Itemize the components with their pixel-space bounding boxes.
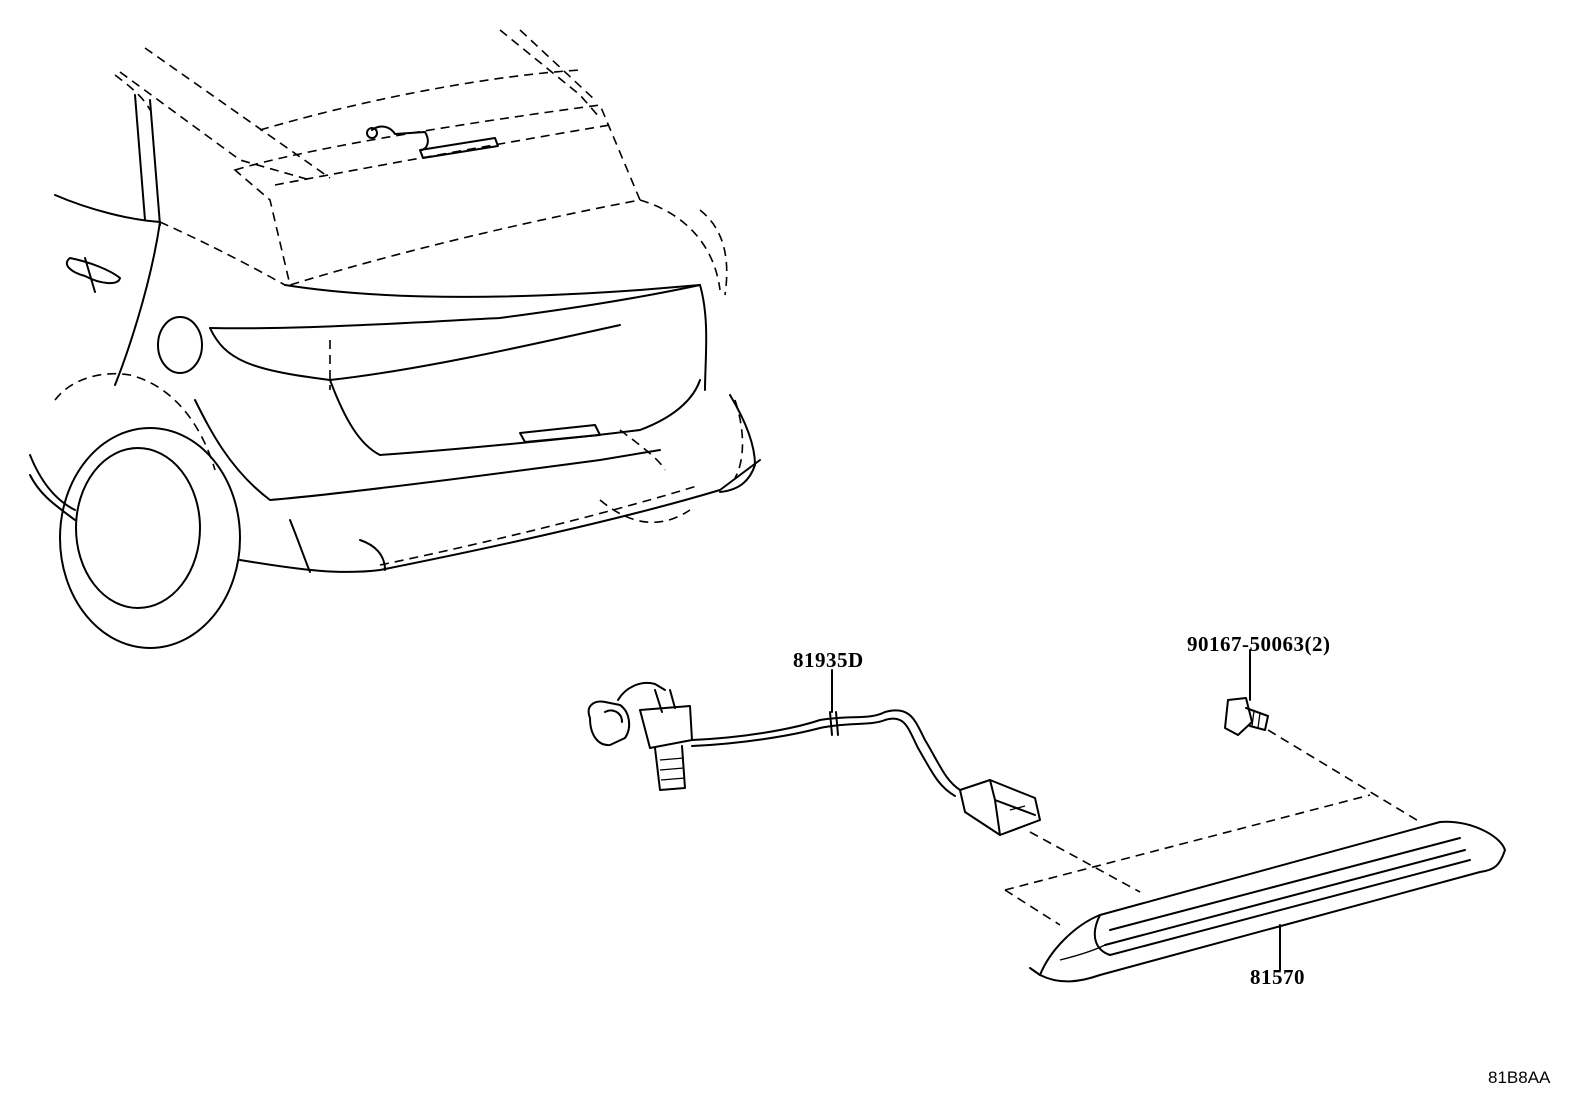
vehicle-rear-illustration (29, 29, 761, 649)
screw-part (1224, 649, 1269, 736)
illustration-code: 81B8AA (1488, 1068, 1551, 1087)
stop-lamp-part (1029, 820, 1506, 983)
callout-wire-harness: 81935D (793, 648, 864, 672)
wire-harness-part (587, 669, 1041, 836)
callout-screw: 90167-50063(2) (1187, 632, 1331, 656)
callout-stop-lamp: 81570 (1250, 965, 1305, 989)
assembly-guide-lines (1004, 729, 1421, 926)
